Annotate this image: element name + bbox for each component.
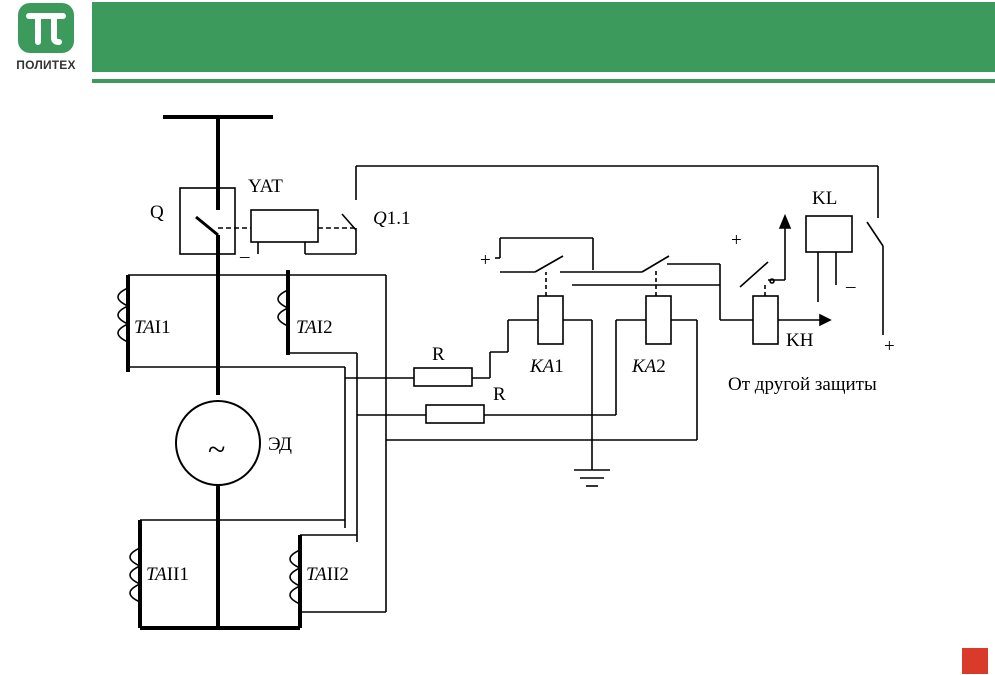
label-plus-right: +: [884, 336, 895, 357]
resistor-1: [413, 367, 473, 387]
label-ct-top-right: TAI2: [296, 317, 333, 338]
label-ct-bottom-left: TAII1: [146, 564, 189, 585]
label-from-other-protection: От другой защиты: [728, 374, 877, 395]
indicator-relay-kh: [752, 295, 779, 345]
label-minus-kl: –: [845, 276, 856, 297]
relay-ka2: [645, 295, 672, 345]
label-ct-top-left: TAI1: [134, 317, 171, 338]
resistor-2: [425, 404, 485, 424]
label-aux-contact: Q1.1: [373, 208, 410, 229]
slide-corner-marker: [962, 648, 988, 674]
label-relay-ka1: KA1: [529, 356, 564, 377]
header-bar: [92, 2, 995, 72]
label-breaker: Q: [150, 202, 164, 223]
logo: ПОЛИТЕХ: [6, 2, 86, 76]
label-motor: ЭД: [268, 434, 292, 455]
label-relay-ka2: KA2: [631, 356, 666, 377]
motor-symbol: ~: [208, 431, 225, 467]
header-underline: [92, 79, 995, 83]
label-trip-coil: YAT: [248, 176, 283, 197]
pi-icon: [18, 3, 74, 53]
breaker-box: [179, 187, 236, 255]
label-resistor-1: R: [432, 344, 445, 365]
label-output-relay: KL: [812, 188, 837, 209]
label-resistor-2: R: [493, 384, 506, 405]
relay-ka1: [537, 295, 564, 345]
label-minus-coil: –: [239, 246, 250, 267]
trip-coil-yat: [250, 209, 319, 243]
label-plus-left: +: [480, 250, 491, 271]
logo-text: ПОЛИТЕХ: [16, 58, 76, 72]
output-relay-kl: [805, 215, 853, 253]
label-plus-mid: +: [731, 230, 742, 251]
label-ct-bottom-right: TAII2: [306, 564, 349, 585]
label-indicator-relay: KH: [786, 330, 814, 351]
